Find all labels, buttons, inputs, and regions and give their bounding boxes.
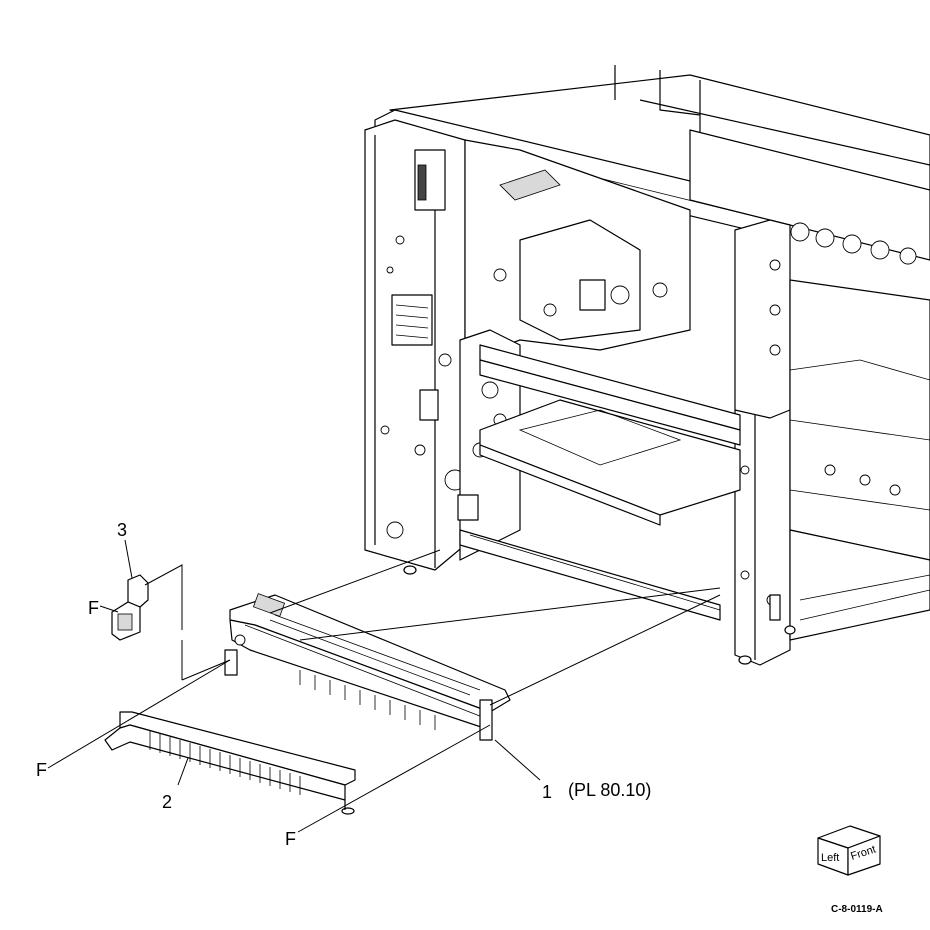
- figure-id: C-8-0119-A: [831, 904, 883, 915]
- cube-left-label: Left: [821, 852, 839, 864]
- part-2-guide: [104, 711, 356, 815]
- callout-item-1-reference: (PL 80.10): [568, 780, 651, 800]
- callout-item-3: 3: [117, 520, 127, 540]
- guide-vent-ribs: [149, 731, 301, 795]
- printer-frame-chassis: [364, 65, 930, 666]
- callout-fastener-f-guide: F: [36, 760, 47, 780]
- callout-item-2: 2: [162, 792, 172, 812]
- callout-item-1: 1: [542, 782, 552, 802]
- transfer-vent-ribs: [299, 670, 436, 730]
- callout-fastener-f-bracket: F: [88, 598, 99, 618]
- part-1-transfer-assembly: [224, 593, 511, 741]
- callout-leader-lines: [47, 539, 541, 833]
- orientation-cube-icon: Left Front: [817, 825, 881, 876]
- callout-fastener-f-assembly: F: [285, 829, 296, 849]
- assembly-alignment-lines: [144, 549, 721, 706]
- part-3-bracket: [111, 574, 149, 641]
